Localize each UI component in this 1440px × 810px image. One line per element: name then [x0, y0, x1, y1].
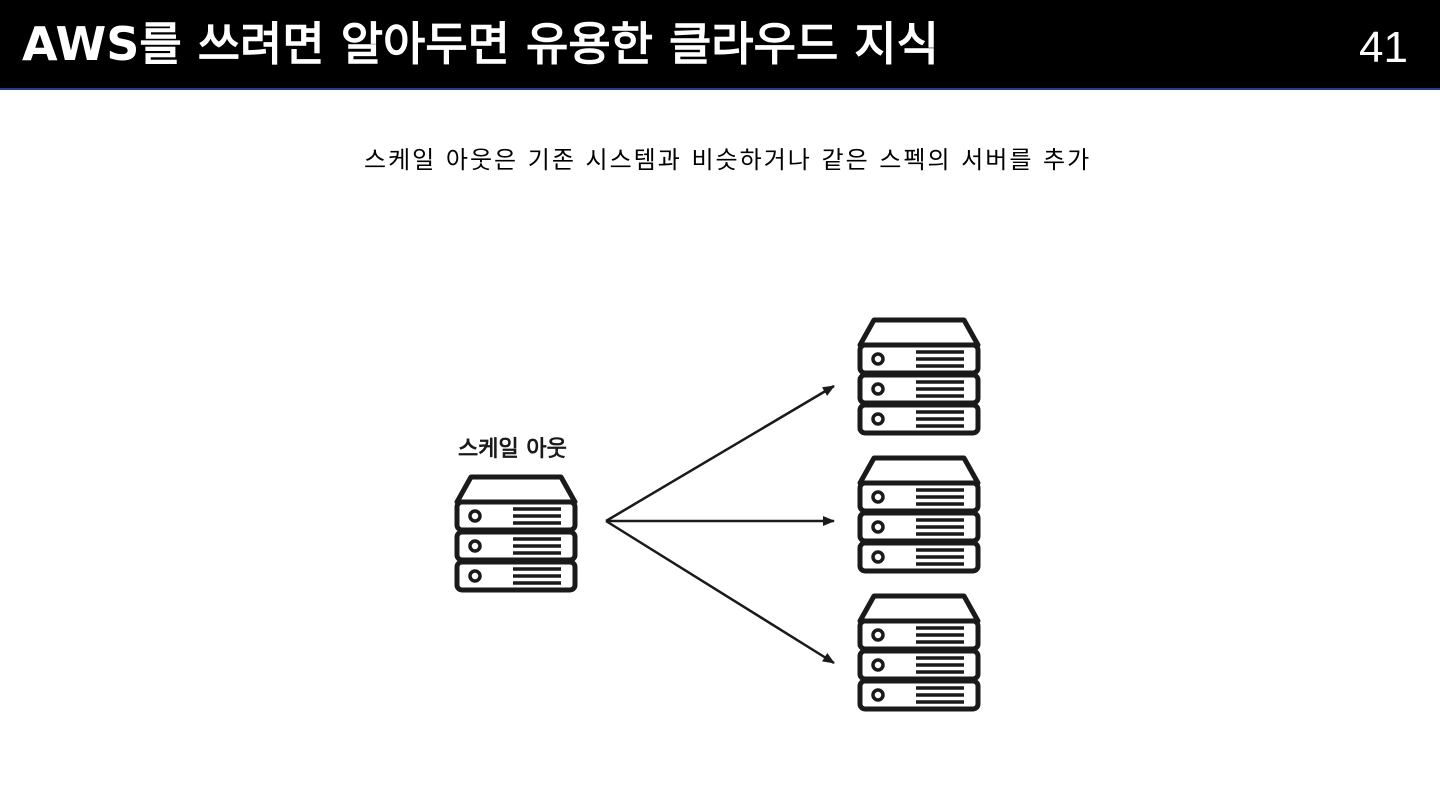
source-server-icon — [457, 477, 575, 590]
slide-title: AWS를 쓰려면 알아두면 유용한 클라우드 지식 — [22, 17, 939, 71]
source-label: 스케일 아웃 — [458, 437, 567, 462]
page-number: 41 — [1359, 23, 1408, 72]
arrow-to-server-1 — [605, 384, 835, 523]
target-server-2-icon — [860, 458, 978, 571]
arrow-to-server-3 — [605, 519, 835, 665]
target-server-1-icon — [860, 320, 978, 433]
title-bar: AWS를 쓰려면 알아두면 유용한 클라우드 지식 41 — [0, 0, 1440, 90]
target-server-3-icon — [860, 596, 978, 709]
description-text: 스케일 아웃은 기존 시스템과 비슷하거나 같은 스펙의 서버를 추가 — [364, 146, 1092, 174]
